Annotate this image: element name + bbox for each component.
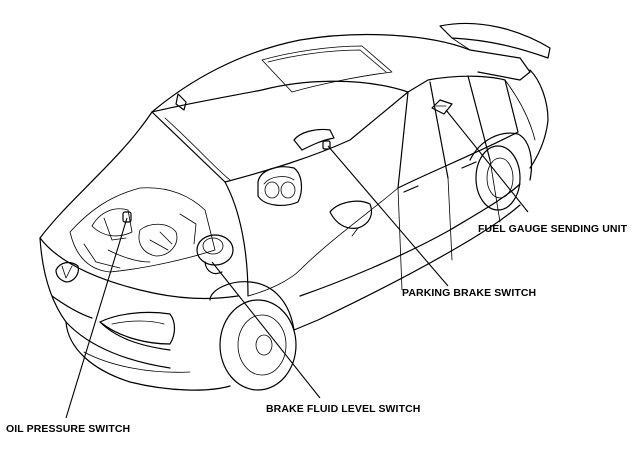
leader-parking-brake — [327, 145, 449, 287]
car-illustration — [39, 22, 551, 391]
leader-lines — [65, 109, 529, 419]
leader-brake-fluid — [211, 261, 321, 399]
label-parking-brake-switch: PARKING BRAKE SWITCH — [402, 287, 536, 299]
leader-fuel-gauge — [445, 109, 529, 213]
label-fuel-gauge-sending-unit: FUEL GAUGE SENDING UNIT — [478, 223, 628, 235]
label-oil-pressure-switch: OIL PRESSURE SWITCH — [6, 423, 130, 435]
label-brake-fluid-level-switch: BRAKE FLUID LEVEL SWITCH — [266, 403, 420, 415]
leader-oil-pressure — [65, 217, 128, 419]
